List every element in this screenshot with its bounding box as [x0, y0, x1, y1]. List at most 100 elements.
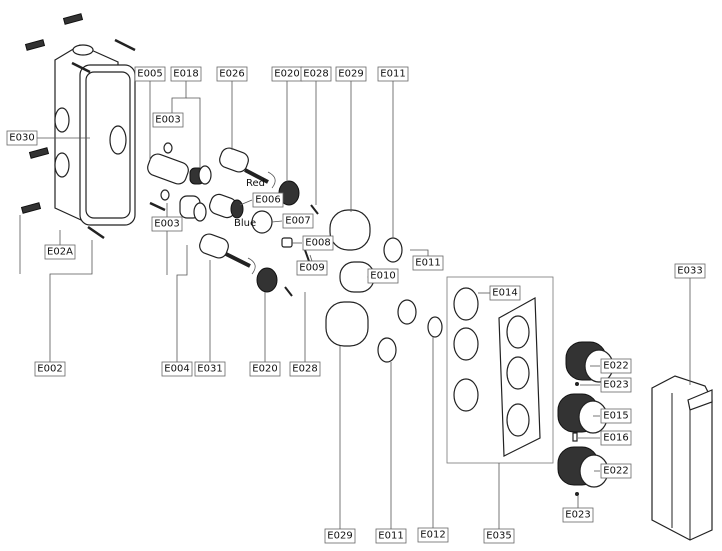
label-box: [302, 235, 334, 251]
part-label-e003: E003: [152, 112, 184, 128]
label-box: [335, 66, 367, 82]
rings: [377, 237, 443, 363]
part-code: E018: [173, 69, 198, 80]
cartridges: [147, 142, 269, 268]
part-label-e018: E018: [170, 66, 202, 82]
leader-line: [186, 97, 201, 168]
label-box: [161, 361, 193, 377]
label-box: [34, 361, 66, 377]
part-label-e020: E020: [249, 361, 281, 377]
part-label-e028: E028: [289, 361, 321, 377]
label-box: [300, 66, 332, 82]
part-code: E020: [252, 364, 277, 375]
leader-line: [49, 240, 93, 362]
part-label-e028: E028: [300, 66, 332, 82]
part-label-e029: E029: [324, 528, 356, 544]
part-label-e011: E011: [377, 66, 409, 82]
part-code: E030: [9, 133, 34, 144]
part-label-e02a: E02A: [44, 244, 76, 260]
part-code: E029: [338, 69, 363, 80]
leader-line: [176, 245, 188, 362]
part-code: E011: [378, 531, 403, 542]
part-code: E014: [492, 288, 517, 299]
part-label-e035: E035: [483, 528, 515, 544]
part-code: E015: [603, 411, 628, 422]
part-label-e022: E022: [600, 358, 632, 374]
label-box: [489, 285, 521, 301]
part-label-e016: E016: [600, 430, 632, 446]
label-box: [289, 361, 321, 377]
part-code: E003: [154, 219, 179, 230]
packaging-box: [651, 375, 713, 541]
part-code: E023: [603, 380, 628, 391]
part-code: E016: [603, 433, 628, 444]
part-code: E004: [164, 364, 189, 375]
label-box: [151, 216, 183, 232]
part-label-e003: E003: [151, 216, 183, 232]
part-label-e030: E030: [6, 130, 38, 146]
valve-body-box: [54, 44, 136, 226]
label-box: [216, 66, 248, 82]
label-box: [249, 361, 281, 377]
part-label-e012: E012: [417, 527, 449, 543]
part-label-e011: E011: [412, 255, 444, 271]
part-code: E031: [197, 364, 222, 375]
label-box: [324, 528, 356, 544]
part-code: E009: [299, 263, 324, 274]
label-box: [377, 66, 409, 82]
label-box: [194, 361, 226, 377]
part-code: E006: [255, 195, 280, 206]
part-label-e006: E006: [252, 192, 284, 208]
part-code: E010: [370, 271, 395, 282]
label-box: [44, 244, 76, 260]
label-box: [375, 528, 407, 544]
part-label-e009: E009: [296, 260, 328, 276]
part-code: E012: [420, 530, 445, 541]
part-label-e014: E014: [489, 285, 521, 301]
part-code: E003: [155, 115, 180, 126]
part-label-e004: E004: [161, 361, 193, 377]
part-label-e002: E002: [34, 361, 66, 377]
part-code: E026: [219, 69, 244, 80]
part-code: E002: [37, 364, 62, 375]
label-box: [562, 507, 594, 523]
leader-line: [410, 249, 429, 256]
leader-line: [309, 254, 313, 262]
control-knobs: [557, 341, 614, 496]
sleeves: [325, 209, 375, 347]
leader-line: [271, 220, 283, 223]
small-parts: [251, 204, 319, 297]
part-label-e031: E031: [194, 361, 226, 377]
part-label-e011: E011: [375, 528, 407, 544]
part-code: E033: [677, 266, 702, 277]
leader-line: [239, 199, 253, 206]
label-box: [134, 66, 166, 82]
part-code: E011: [415, 258, 440, 269]
part-label-e023: E023: [600, 377, 632, 393]
label-box: [412, 255, 444, 271]
label-box: [417, 527, 449, 543]
part-code: E028: [292, 364, 317, 375]
part-code: E022: [603, 361, 628, 372]
part-label-e029: E029: [335, 66, 367, 82]
label-box: [6, 130, 38, 146]
label-box: [252, 192, 284, 208]
leader-line: [171, 81, 187, 113]
knurled-nuts: [256, 180, 300, 293]
wall-plugs-and-screws: [20, 13, 166, 240]
part-code: E023: [565, 510, 590, 521]
part-code: E029: [327, 531, 352, 542]
leader-lines: [19, 81, 691, 529]
label-box: [600, 430, 632, 446]
label-box: [600, 408, 632, 424]
part-label-e033: E033: [674, 263, 706, 279]
part-code: E035: [486, 531, 511, 542]
part-label-e015: E015: [600, 408, 632, 424]
part-code: E008: [305, 238, 330, 249]
label-box: [152, 112, 184, 128]
part-label-e023: E023: [562, 507, 594, 523]
part-label-e010: E010: [367, 268, 399, 284]
